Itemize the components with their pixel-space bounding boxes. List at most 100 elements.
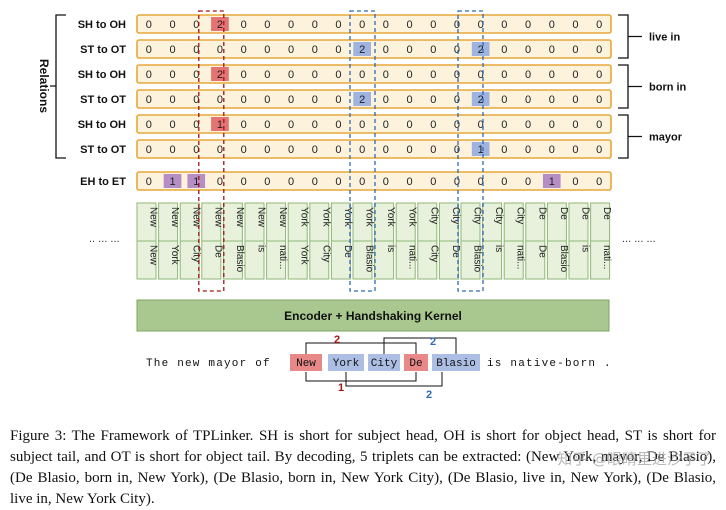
token-top-text: York [299, 207, 310, 228]
highlight-cell [471, 92, 490, 106]
cell-value: 0 [596, 69, 602, 81]
cell-value: 0 [383, 176, 389, 188]
token-bottom-text: Blasio [364, 245, 375, 273]
cell-value: 0 [335, 119, 341, 131]
cell-value: 0 [193, 44, 199, 56]
relation-name: mayor [649, 132, 683, 144]
token-bottom-text: York [169, 245, 180, 266]
sentence-token: York [333, 358, 360, 370]
cell-value: 0 [169, 119, 175, 131]
arc-label: 2 [334, 334, 340, 346]
zhihu-watermark: 知乎 @眼睛里进沙子了 [557, 450, 712, 468]
cell-value: 0 [572, 176, 578, 188]
cell-value: 0 [193, 119, 199, 131]
cell-value: 0 [169, 44, 175, 56]
token-pair-bottom [201, 240, 222, 280]
token-top-text: York [364, 207, 375, 228]
relation-name: live in [649, 32, 680, 44]
cell-value: 0 [525, 19, 531, 31]
sentence-token: Blasio [436, 358, 476, 370]
cell-value: 2 [217, 69, 223, 81]
token-top-text: York [385, 207, 396, 228]
cell-value: 0 [406, 119, 412, 131]
cell-value: 1 [217, 119, 223, 131]
relations-bracket [50, 14, 66, 159]
token-top-text: De [536, 207, 547, 220]
dashed-column-highlight [457, 10, 484, 292]
cell-value: 0 [312, 94, 318, 106]
token-top-text: York [320, 207, 331, 228]
cell-value: 0 [572, 19, 578, 31]
cell-value: 0 [359, 19, 365, 31]
token-pair-bottom [590, 240, 611, 280]
cell-value: 0 [383, 119, 389, 131]
sentence-token-box [404, 354, 428, 371]
cell-value: 0 [193, 69, 199, 81]
cell-value: 0 [264, 69, 270, 81]
ellipsis-right: ... ... ... [622, 233, 656, 245]
row-label: SH to OH [78, 119, 126, 131]
token-pair-bottom [158, 240, 179, 280]
cell-value: 0 [549, 119, 555, 131]
cell-value: 0 [525, 94, 531, 106]
cell-value: 0 [217, 44, 223, 56]
cell-value: 0 [335, 176, 341, 188]
ellipsis-left: .. ... ... [89, 233, 120, 245]
highlight-cell [471, 42, 490, 56]
cell-value: 0 [596, 119, 602, 131]
cell-value: 0 [288, 94, 294, 106]
cell-value: 0 [572, 119, 578, 131]
cell-value: 0 [406, 19, 412, 31]
arc-bottom-blue [345, 372, 443, 387]
cell-value: 0 [312, 176, 318, 188]
token-top-text: New [234, 207, 245, 228]
cell-value: 0 [406, 94, 412, 106]
sentence-token-box [328, 354, 364, 371]
cell-value: 0 [264, 44, 270, 56]
cell-value: 0 [430, 176, 436, 188]
token-top-text: De [601, 207, 612, 220]
cell-value: 2 [359, 44, 365, 56]
cell-value: 0 [406, 44, 412, 56]
token-bottom-text: De [536, 245, 547, 258]
cell-value: 0 [217, 144, 223, 156]
matrix-row [136, 139, 612, 159]
cell-value: 0 [572, 69, 578, 81]
sentence-after: is native-born . [487, 358, 612, 370]
cell-value: 0 [193, 144, 199, 156]
token-pair-bottom [503, 240, 524, 280]
sentence-token: De [409, 358, 422, 370]
token-bottom-text: De [342, 245, 353, 258]
cell-value: 0 [241, 144, 247, 156]
cell-value: 0 [596, 94, 602, 106]
token-bottom-text: is [493, 245, 504, 252]
token-top-text: City [493, 207, 504, 224]
cell-value: 0 [383, 144, 389, 156]
cell-value: 0 [288, 119, 294, 131]
row-label: ST to OT [80, 94, 126, 106]
cell-value: 0 [169, 94, 175, 106]
cell-value: 0 [217, 94, 223, 106]
cell-value: 0 [241, 176, 247, 188]
tplinker-framework-figure: SH to OH 0 0 0 2 0 0 0 0 0 0 0 0 0 0 0 0 0 0 0 0 ST to OT 0 0 0 0… [37, 10, 687, 401]
token-top-text: New [148, 207, 159, 228]
figure-caption: Figure 3: The Framework of TPLinker. SH … [10, 428, 716, 507]
cell-value: 0 [501, 19, 507, 31]
token-pair-bottom [287, 240, 308, 280]
cell-value: 2 [478, 94, 484, 106]
cell-value: 2 [217, 19, 223, 31]
relation-name: born in [649, 82, 687, 94]
row-label: EH to ET [80, 176, 126, 188]
cell-value: 0 [406, 69, 412, 81]
cell-value: 0 [146, 94, 152, 106]
cell-value: 0 [169, 19, 175, 31]
cell-value: 0 [454, 144, 460, 156]
cell-value: 0 [241, 119, 247, 131]
token-top-text: City [428, 207, 439, 224]
token-pair-bottom [460, 240, 481, 280]
highlight-cell [353, 42, 371, 56]
sentence-before: The new mayor of [146, 358, 271, 370]
cell-value: 0 [478, 119, 484, 131]
encoder-bar [136, 299, 610, 332]
cell-value: 0 [288, 69, 294, 81]
